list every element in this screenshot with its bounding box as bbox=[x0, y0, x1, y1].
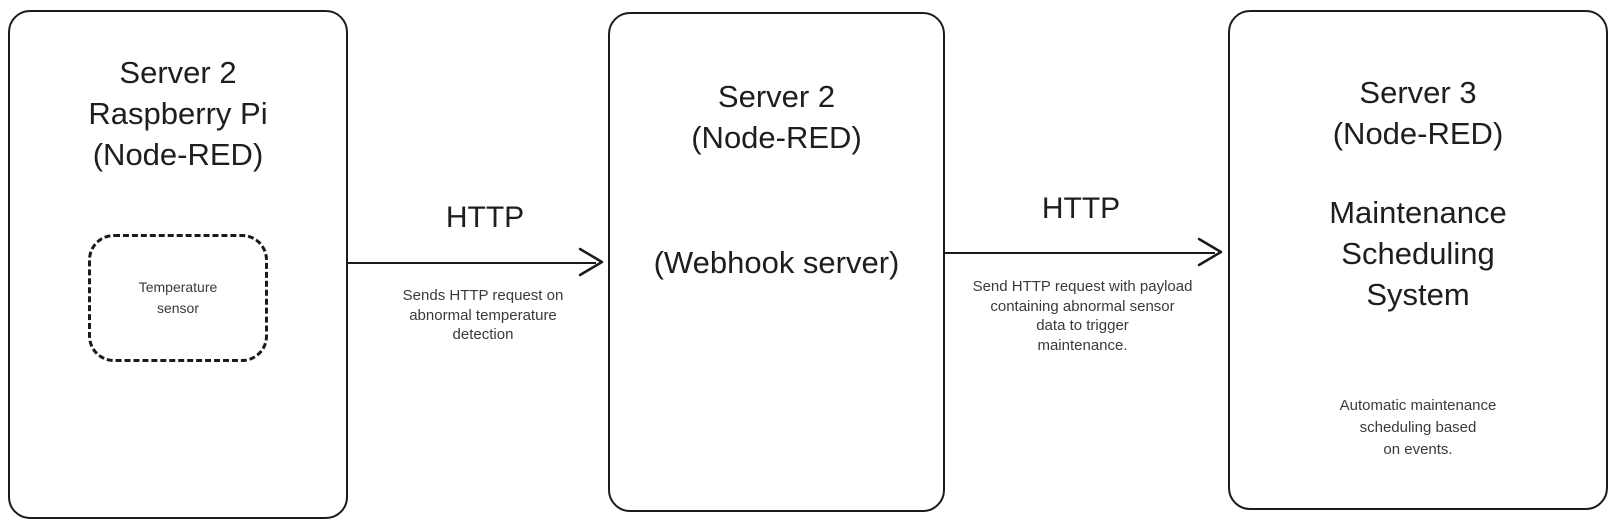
node-subtitle: Maintenance Scheduling System bbox=[1329, 195, 1507, 313]
node-title: Server 2 (Node-RED) bbox=[691, 79, 862, 156]
temperature-sensor-box[interactable]: Temperature sensor bbox=[88, 234, 268, 362]
temperature-sensor-label: Temperature sensor bbox=[138, 279, 218, 316]
node-title: Server 3 (Node-RED) bbox=[1332, 75, 1504, 152]
node-server2-webhook[interactable]: Server 2 (Node-RED) (Webhook server) bbox=[608, 12, 945, 512]
connector-description: Send HTTP request with payload containin… bbox=[972, 278, 1193, 354]
connector-line bbox=[348, 262, 596, 264]
node-note: Automatic maintenance scheduling based o… bbox=[1339, 397, 1497, 458]
node-subtitle: (Webhook server) bbox=[653, 245, 900, 280]
connector-line bbox=[945, 252, 1215, 254]
connector-protocol-label: HTTP bbox=[1041, 192, 1121, 225]
connector-protocol-label: HTTP bbox=[445, 201, 525, 234]
node-server2-raspberry-pi[interactable]: Server 2 Raspberry Pi (Node-RED) Tempera… bbox=[8, 10, 348, 519]
node-server3-maintenance[interactable]: Server 3 (Node-RED) Maintenance Scheduli… bbox=[1228, 10, 1608, 510]
node-title: Server 2 Raspberry Pi (Node-RED) bbox=[88, 55, 268, 173]
connector-description: Sends HTTP request on abnormal temperatu… bbox=[402, 287, 564, 343]
